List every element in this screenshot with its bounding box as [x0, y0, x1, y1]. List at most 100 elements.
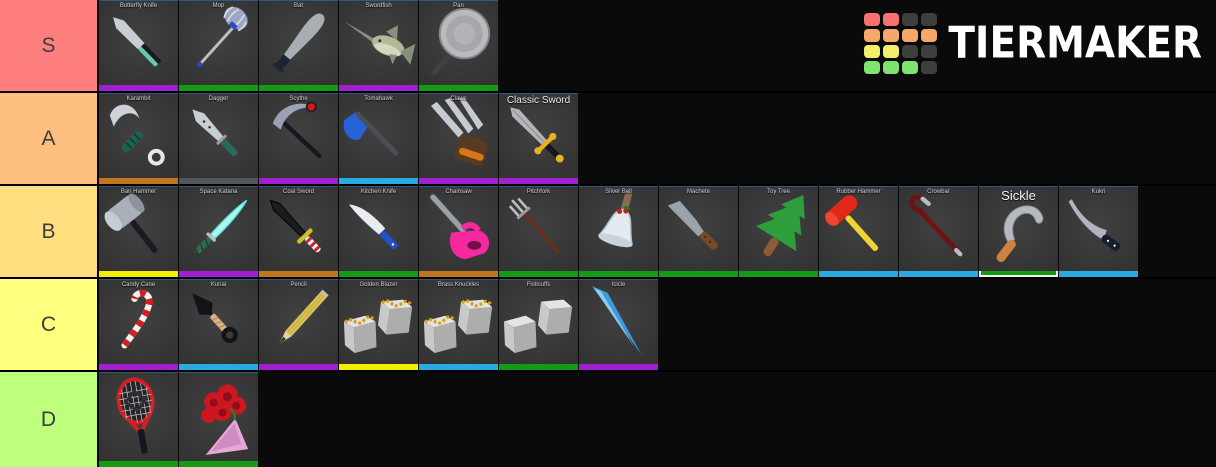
rarity-bar: [899, 271, 978, 277]
weapon-image-pencil: Pencil: [259, 279, 338, 364]
weapon-image-mop: Mop: [179, 0, 258, 85]
claws-icon: [430, 97, 488, 166]
pitchfork-icon: [508, 197, 561, 254]
tiermaker-logo[interactable]: TIERMAKER: [864, 13, 1202, 74]
rarity-bar: [499, 178, 578, 184]
item-tile-sickle[interactable]: Sickle: [979, 186, 1058, 277]
weapon-image-tomahawk: Tomahawk: [339, 93, 418, 178]
item-tile-pitchfork[interactable]: Pitchfork: [499, 186, 578, 277]
item-tile-toy-tree[interactable]: Toy Tree: [739, 186, 818, 277]
weapon-image-silver-bell: Silver Bell: [579, 186, 658, 271]
tier-row-d: D: [0, 372, 1216, 467]
tier-label-a: A: [0, 93, 99, 184]
weapon-image-coal-sword: Coal Sword: [259, 186, 338, 271]
rarity-bar: [179, 271, 258, 277]
item-tile-coal-sword[interactable]: Coal Sword: [259, 186, 338, 277]
pan-icon: [431, 7, 491, 76]
logo-grid-cell: [921, 45, 938, 58]
logo-grid-cell: [883, 45, 900, 58]
rarity-bar: [179, 178, 258, 184]
rarity-bar: [339, 178, 418, 184]
logo-grid-cell: [921, 29, 938, 42]
weapon-image-toy-tree: Toy Tree: [739, 186, 818, 271]
item-tile-rubber-hammer[interactable]: Rubber Hammer: [819, 186, 898, 277]
item-tile-silver-bell[interactable]: Silver Bell: [579, 186, 658, 277]
item-tile-fisticuffs[interactable]: Fisticuffs: [499, 279, 578, 370]
item-tile-golden-blazer[interactable]: Golden Blazer: [339, 279, 418, 370]
weapon-image-ban-hammer: Ban Hammer: [99, 186, 178, 271]
item-tile-karambit[interactable]: Karambit: [99, 93, 178, 184]
mop-icon: [197, 6, 248, 68]
logo-grid-cell: [902, 45, 919, 58]
item-label: Claws: [450, 96, 467, 102]
golden-blazer-icon: [343, 299, 413, 354]
item-label: Dagger: [208, 96, 229, 102]
item-tile-scythe[interactable]: Scythe: [259, 93, 338, 184]
kunai-icon: [192, 293, 238, 344]
weapon-image-kitchen-knife: Kitchen Knife: [339, 186, 418, 271]
item-tile-pan[interactable]: Pan: [419, 0, 498, 91]
chainsaw-icon: [428, 193, 490, 260]
classic-sword-icon: [510, 107, 564, 163]
weapon-image-rubber-hammer: Rubber Hammer: [819, 186, 898, 271]
tier-row-items: Butterfly Knife Mop Bat Swordfish Pan: [99, 0, 1216, 91]
item-label: Swordfish: [365, 3, 392, 9]
item-tile-mop[interactable]: Mop: [179, 0, 258, 91]
item-tile-bat[interactable]: Bat: [259, 0, 338, 91]
rarity-bar: [259, 85, 338, 91]
item-tile-swordfish[interactable]: Swordfish: [339, 0, 418, 91]
item-label: Mop: [212, 3, 225, 9]
item-tile-kukri[interactable]: Kukri: [1059, 186, 1138, 277]
item-label: Butterfly Knife: [119, 3, 158, 9]
weapon-image-swordfish: Swordfish: [339, 0, 418, 85]
item-tile-classic-sword[interactable]: Classic Sword: [499, 93, 578, 184]
logo-grid-cell: [864, 61, 881, 74]
rarity-bar: [819, 271, 898, 277]
item-tile-kunai[interactable]: Kunai: [179, 279, 258, 370]
rarity-bar: [739, 271, 818, 277]
weapon-image-machete: Machete: [659, 186, 738, 271]
item-tile-machete[interactable]: Machete: [659, 186, 738, 277]
item-tile-butterfly-knife[interactable]: Butterfly Knife: [99, 0, 178, 91]
item-label: Crowbar: [927, 189, 950, 195]
item-tile-pencil[interactable]: Pencil: [259, 279, 338, 370]
item-tile-claws[interactable]: Claws: [419, 93, 498, 184]
item-tile-ban-hammer[interactable]: Ban Hammer: [99, 186, 178, 277]
rarity-bar: [179, 364, 258, 370]
item-label: Classic Sword: [506, 95, 571, 106]
rarity-bar: [99, 364, 178, 370]
item-label: Pitchfork: [526, 189, 551, 195]
item-tile-roses[interactable]: [179, 372, 258, 467]
item-label: Pan: [453, 3, 464, 9]
item-tile-crowbar[interactable]: Crowbar: [899, 186, 978, 277]
item-label: Bat: [293, 3, 303, 9]
weapon-image-karambit: Karambit: [99, 93, 178, 178]
weapon-image-brass-knuckles: Brass Knuckles: [419, 279, 498, 364]
rarity-bar: [259, 271, 338, 277]
item-tile-tomahawk[interactable]: Tomahawk: [339, 93, 418, 184]
item-tile-chainsaw[interactable]: Chainsaw: [419, 186, 498, 277]
weapon-image-fisticuffs: Fisticuffs: [499, 279, 578, 364]
weapon-image-candy-cane: Candy Cane: [99, 279, 178, 364]
item-tile-tennis-racket[interactable]: [99, 372, 178, 467]
weapon-image-icicle: Icicle: [579, 279, 658, 364]
weapon-image-sickle: Sickle: [979, 186, 1058, 271]
item-tile-candy-cane[interactable]: Candy Cane: [99, 279, 178, 370]
item-tile-icicle[interactable]: Icicle: [579, 279, 658, 370]
item-tile-brass-knuckles[interactable]: Brass Knuckles: [419, 279, 498, 370]
weapon-image-kukri: Kukri: [1059, 186, 1138, 271]
weapon-image-chainsaw: Chainsaw: [419, 186, 498, 271]
rarity-bar: [419, 85, 498, 91]
candy-cane-icon: [121, 290, 153, 349]
item-tile-space-katana[interactable]: Space Katana: [179, 186, 258, 277]
rarity-bar: [99, 461, 178, 467]
coal-sword-icon: [269, 199, 321, 253]
item-label: Kitchen Knife: [360, 189, 397, 195]
item-tile-kitchen-knife[interactable]: Kitchen Knife: [339, 186, 418, 277]
item-label: Scythe: [289, 96, 308, 102]
tomahawk-icon: [343, 111, 399, 156]
item-tile-dagger[interactable]: Dagger: [179, 93, 258, 184]
brass-knuckles-icon: [423, 299, 493, 354]
